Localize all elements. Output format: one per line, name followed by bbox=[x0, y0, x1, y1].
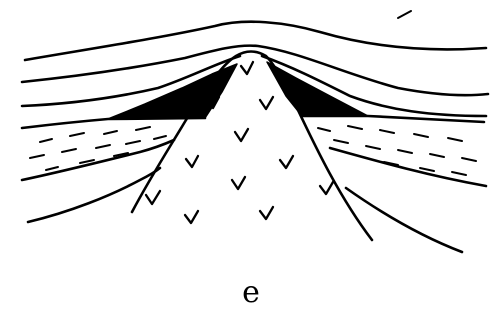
dash bbox=[366, 146, 380, 149]
v-symbol bbox=[235, 129, 248, 141]
dash bbox=[62, 149, 76, 152]
dash bbox=[398, 150, 412, 153]
v-symbol bbox=[260, 207, 273, 219]
dash bbox=[430, 154, 444, 157]
wedge-base-right bbox=[302, 116, 484, 122]
dash bbox=[154, 136, 166, 139]
dash bbox=[420, 168, 434, 171]
dashed-bed-right bbox=[318, 126, 486, 186]
stray-mark bbox=[398, 11, 411, 18]
dash bbox=[414, 134, 428, 137]
dash bbox=[448, 138, 462, 141]
dash bbox=[30, 155, 44, 158]
v-symbol bbox=[185, 211, 198, 223]
wedge-base-left bbox=[22, 118, 205, 128]
dash bbox=[380, 130, 394, 133]
dashed-bed-right-lower-line bbox=[330, 148, 486, 186]
dash bbox=[96, 145, 110, 148]
dash bbox=[334, 140, 348, 143]
dark-wedge-right bbox=[267, 62, 368, 116]
dash bbox=[70, 133, 84, 136]
v-symbol bbox=[186, 156, 198, 167]
v-symbol bbox=[280, 156, 293, 168]
dash bbox=[136, 127, 150, 130]
lower-stratum-right bbox=[346, 188, 462, 252]
v-symbol bbox=[146, 191, 160, 204]
intrusion-outline bbox=[132, 52, 372, 241]
dash bbox=[348, 126, 362, 129]
v-symbol bbox=[260, 97, 273, 109]
dash bbox=[126, 141, 140, 144]
panel-label: e bbox=[231, 276, 271, 310]
dash bbox=[318, 128, 330, 131]
dashed-bed-left bbox=[22, 127, 174, 180]
v-symbol bbox=[320, 182, 333, 194]
stratum-line-1 bbox=[25, 22, 486, 60]
v-symbol bbox=[232, 177, 245, 189]
dash bbox=[462, 158, 476, 161]
dash bbox=[46, 167, 58, 170]
dash bbox=[40, 139, 52, 142]
dash bbox=[104, 131, 117, 134]
v-symbol bbox=[241, 62, 253, 74]
upper-strata bbox=[22, 22, 488, 116]
dash bbox=[452, 172, 466, 175]
lower-strata bbox=[28, 168, 462, 252]
